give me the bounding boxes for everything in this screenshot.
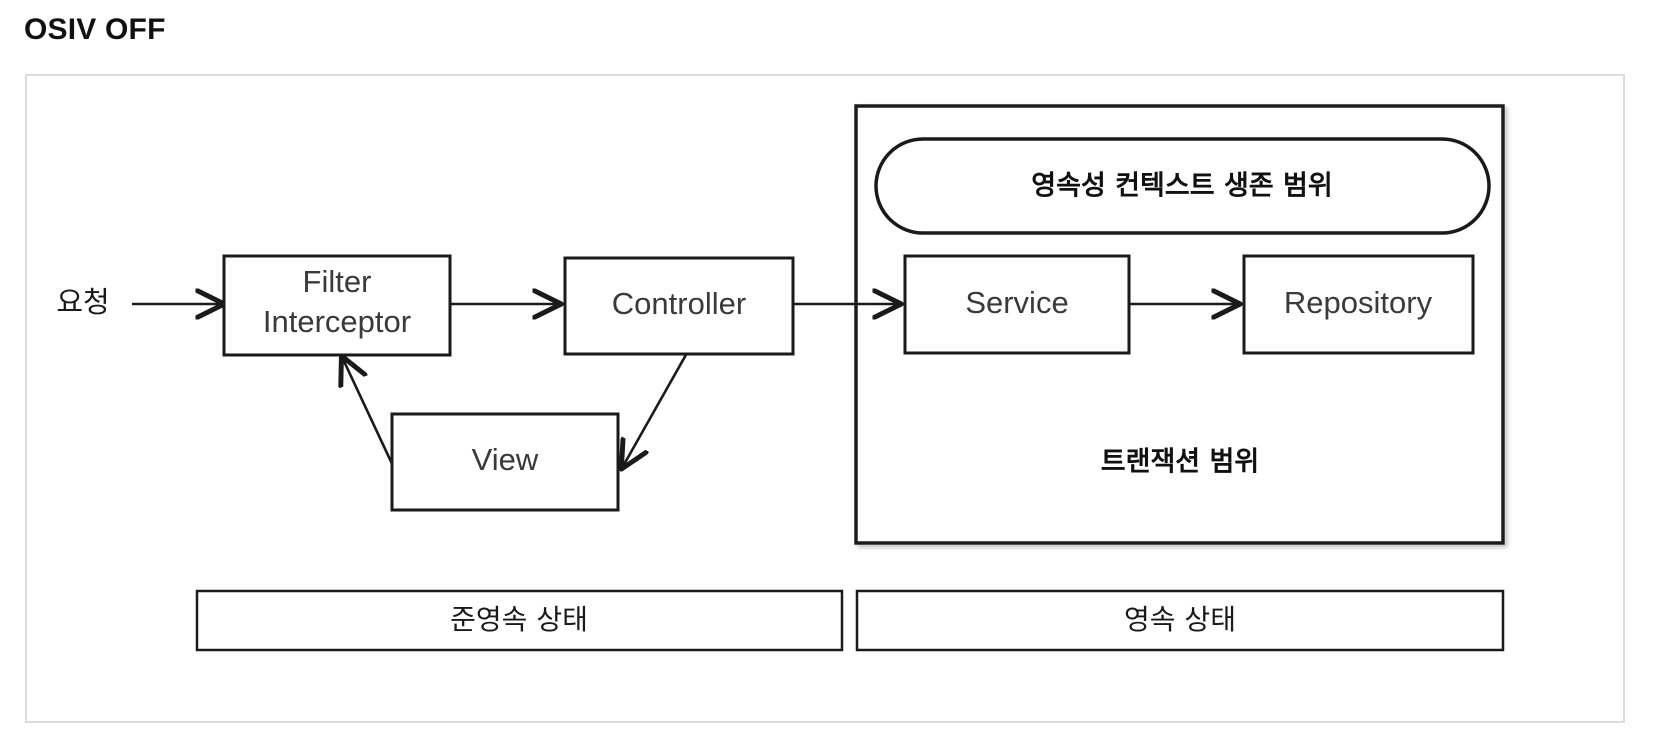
controller-label: Controller: [612, 286, 746, 321]
view-label: View: [472, 442, 539, 477]
service-label: Service: [965, 285, 1068, 320]
persistent-state-label: 영속 상태: [1124, 603, 1236, 636]
bar-detached-state[interactable]: 준영속 상태: [195, 589, 844, 652]
filter-interceptor-label-line2: Interceptor: [263, 304, 411, 339]
edge-controller-to-view: [622, 352, 689, 468]
filter-interceptor-box[interactable]: [222, 254, 452, 357]
controller-box[interactable]: [563, 256, 795, 356]
node-service[interactable]: Service: [903, 254, 1131, 355]
node-filter-interceptor[interactable]: Filter Interceptor: [222, 254, 452, 357]
edges-group: [132, 304, 1239, 468]
diagram-frame: 트랜잭션 범위 영속성 컨텍스트 생존 범위: [25, 74, 1625, 723]
flow-diagram-svg: 트랜잭션 범위 영속성 컨텍스트 생존 범위: [56, 104, 1505, 652]
node-view[interactable]: View: [390, 412, 620, 512]
detached-state-label: 준영속 상태: [450, 603, 588, 636]
persistence-context-shape: [874, 137, 1491, 235]
repository-box[interactable]: [1242, 254, 1475, 355]
state-bars-group: 준영속 상태 영속 상태: [195, 589, 1505, 652]
bar-persistent-state[interactable]: 영속 상태: [855, 589, 1505, 652]
node-repository[interactable]: Repository: [1242, 254, 1475, 355]
persistence-context-label: 영속성 컨텍스트 생존 범위: [1031, 171, 1332, 202]
persistence-context-group: 영속성 컨텍스트 생존 범위: [874, 137, 1491, 235]
request-label: 요청: [56, 285, 109, 319]
filter-interceptor-label-line1: Filter: [303, 264, 372, 299]
view-box[interactable]: [390, 412, 620, 512]
transaction-scope-label: 트랜잭션 범위: [1101, 447, 1259, 478]
edge-view-to-filter: [342, 357, 396, 469]
service-box[interactable]: [903, 254, 1131, 355]
node-controller[interactable]: Controller: [563, 256, 795, 356]
detached-state-bar[interactable]: [195, 589, 844, 652]
persistent-state-bar[interactable]: [855, 589, 1505, 652]
page-title: OSIV OFF: [24, 13, 166, 46]
repository-label: Repository: [1284, 285, 1433, 320]
